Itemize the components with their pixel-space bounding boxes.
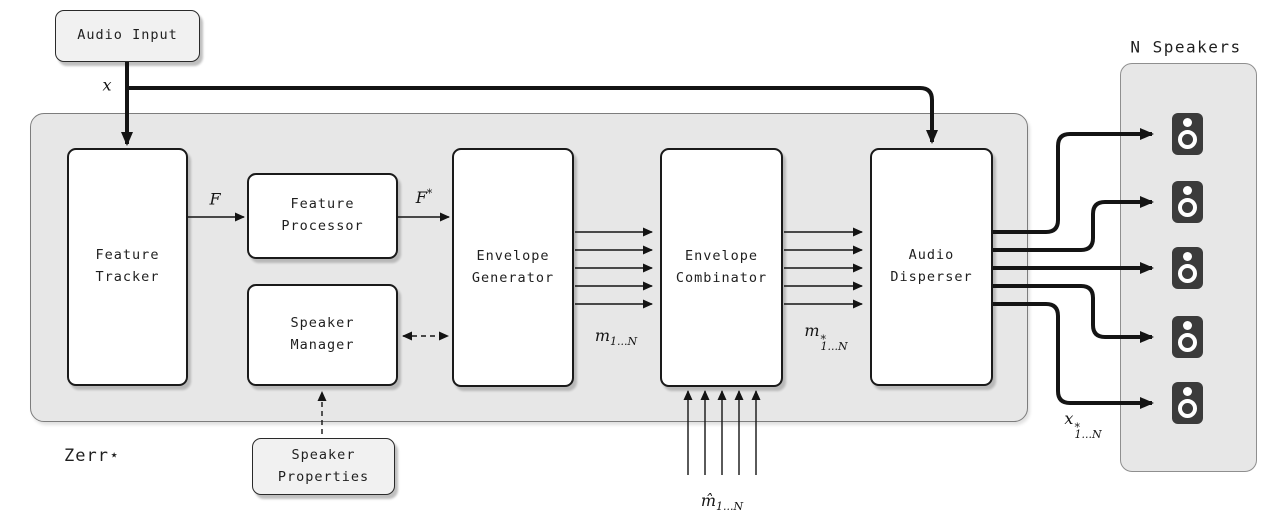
signal-m-label: m1...N xyxy=(595,326,637,348)
signal-F-star-sup: * xyxy=(426,186,433,200)
speaker-icon xyxy=(1172,316,1203,358)
signal-m-hat-sub: 1...N xyxy=(716,500,744,514)
speaker-woofer xyxy=(1178,198,1197,217)
audio-disperser-label-1: Audio xyxy=(908,247,955,264)
system-name-caption: Zerr⋆ xyxy=(64,446,121,466)
speaker-tweeter xyxy=(1183,387,1192,396)
signal-x-star-sub: 1...N xyxy=(1074,428,1102,441)
speaker-tweeter xyxy=(1183,321,1192,330)
speaker-manager-block: Speaker Manager xyxy=(247,284,398,386)
feature-processor-block: Feature Processor xyxy=(247,173,398,259)
signal-x-label: x xyxy=(102,76,111,95)
speaker-tweeter xyxy=(1183,252,1192,261)
feature-processor-label-1: Feature xyxy=(290,196,355,213)
signal-x-base: x xyxy=(102,75,112,95)
signal-F-star-base: F xyxy=(415,188,427,208)
envelope-combinator-block: Envelope Combinator xyxy=(660,148,783,387)
signal-m-star-label: m*1...N xyxy=(804,321,848,353)
speaker-icon xyxy=(1172,382,1203,424)
speaker-manager-label-1: Speaker xyxy=(290,315,355,332)
speaker-tweeter xyxy=(1183,186,1192,195)
audio-input-label: Audio Input xyxy=(77,27,178,44)
signal-m-hat-base: m̂ xyxy=(700,490,717,510)
envelope-generator-block: Envelope Generator xyxy=(452,148,574,387)
speaker-properties-block: Speaker Properties xyxy=(252,438,395,495)
envelope-combinator-label-1: Envelope xyxy=(684,247,759,264)
signal-F-star-label: F* xyxy=(416,187,433,207)
speaker-manager-label-2: Manager xyxy=(290,337,355,353)
feature-tracker-label-1: Feature xyxy=(95,247,160,264)
speaker-tweeter xyxy=(1183,118,1192,127)
signal-m-star-base: m xyxy=(804,321,820,341)
signal-m-star-sub: 1...N xyxy=(820,340,848,353)
signal-m-star-sup: * xyxy=(820,333,827,347)
speaker-woofer xyxy=(1178,399,1197,418)
speaker-woofer xyxy=(1178,264,1197,283)
n-speakers-title: N Speakers xyxy=(1130,37,1242,57)
signal-x-star-base: x xyxy=(1064,409,1074,429)
audio-disperser-block: Audio Disperser xyxy=(870,148,993,386)
speaker-icon xyxy=(1172,247,1203,289)
signal-m-base: m xyxy=(594,325,611,345)
speaker-icon xyxy=(1172,181,1203,223)
signal-x-star-label: x*1...N xyxy=(1064,409,1102,441)
feature-tracker-label-2: Tracker xyxy=(95,269,160,285)
signal-x-star-sup: * xyxy=(1074,421,1080,435)
feature-processor-label-2: Processor xyxy=(281,218,364,234)
speaker-woofer xyxy=(1178,130,1197,149)
speaker-properties-label-2: Properties xyxy=(277,468,370,485)
envelope-generator-label-1: Envelope xyxy=(476,247,550,264)
signal-F-base: F xyxy=(209,189,221,209)
speaker-woofer xyxy=(1178,333,1197,352)
signal-F-label: F xyxy=(209,190,220,209)
speaker-properties-label-1: Speaker xyxy=(291,446,356,463)
signal-m-hat-label: m̂1...N xyxy=(701,491,743,513)
feature-tracker-block: Feature Tracker xyxy=(67,148,188,386)
envelope-generator-label-2: Generator xyxy=(471,269,555,286)
envelope-combinator-label-2: Combinator xyxy=(675,269,768,286)
audio-disperser-label-2: Disperser xyxy=(890,269,973,285)
signal-m-sub: 1...N xyxy=(610,335,638,349)
audio-input-block: Audio Input xyxy=(55,10,200,62)
speaker-icon xyxy=(1172,113,1203,155)
